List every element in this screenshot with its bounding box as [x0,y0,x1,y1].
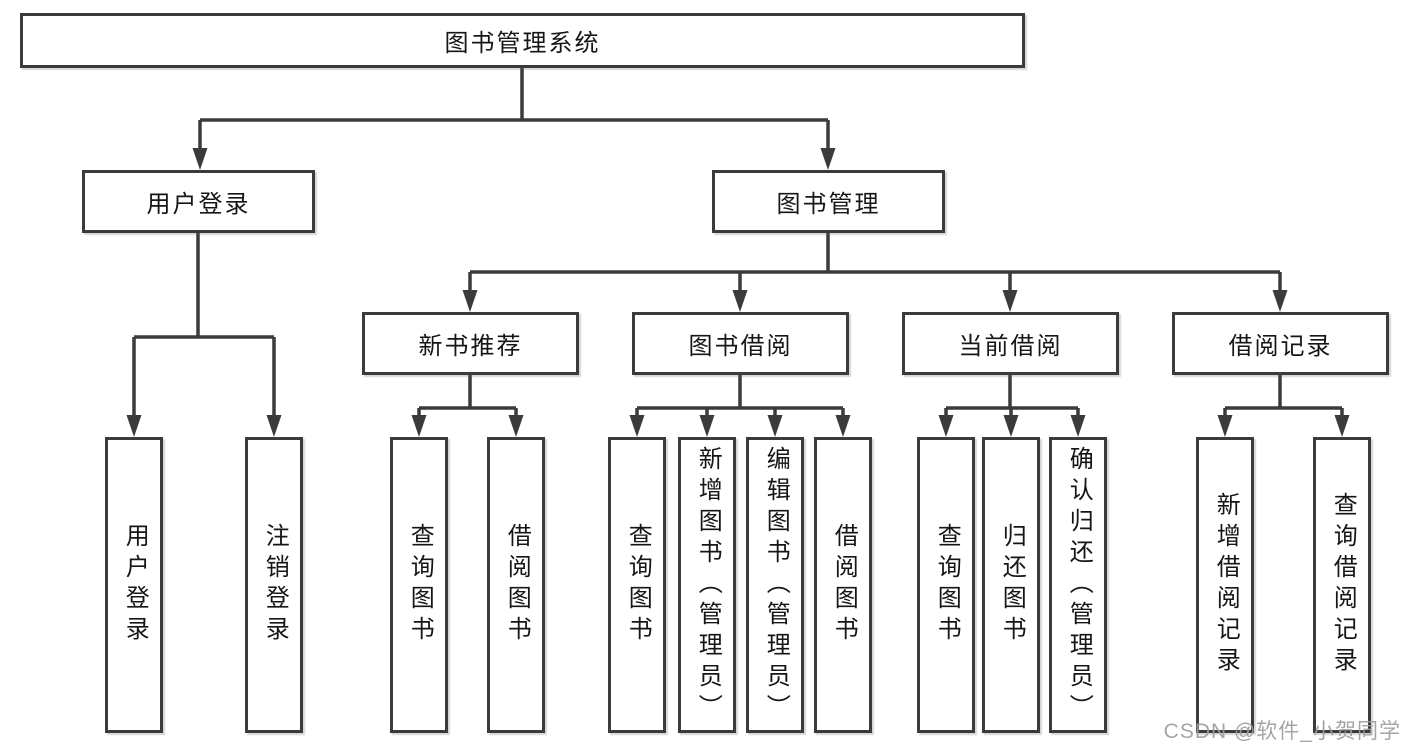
node-user-login: 用户登录 [82,170,315,233]
node-label: 新增图书（管理员） [694,445,722,725]
leaf-add-book-admin: 新增图书（管理员） [678,437,736,733]
arrowheads [126,148,1350,437]
csdn-watermark: CSDN @软件_小贺同学 [1163,720,1401,743]
node-label: 查询借阅记录 [1329,492,1357,678]
leaf-query-books-borrow: 查询图书 [608,437,666,733]
leaf-user-login: 用户登录 [105,437,163,733]
leaf-edit-book-admin: 编辑图书（管理员） [746,437,804,733]
node-label: 当前借阅 [958,333,1063,360]
node-label: 图书借阅 [688,333,793,360]
leaf-confirm-return-admin: 确认归还（管理员） [1049,437,1107,733]
node-label: 注销登录 [261,523,289,647]
node-book-borrow: 图书借阅 [632,312,849,375]
leaf-query-borrow-record: 查询借阅记录 [1313,437,1371,733]
node-label: 查询图书 [624,523,652,647]
node-label: 借阅图书 [503,523,531,647]
leaf-borrow-books: 借阅图书 [814,437,872,733]
node-label: 图书管理系统 [444,30,601,57]
node-label: 归还图书 [998,523,1026,647]
node-label: 新增借阅记录 [1212,492,1240,678]
node-label: 编辑图书（管理员） [762,445,790,725]
node-label: 借阅图书 [830,523,858,647]
leaf-return-books: 归还图书 [982,437,1040,733]
node-label: 图书管理 [776,191,881,218]
node-new-book-recommend: 新书推荐 [362,312,579,375]
node-label: 确认归还（管理员） [1065,445,1093,725]
node-library-management-system: 图书管理系统 [20,13,1025,68]
leaf-add-borrow-record: 新增借阅记录 [1196,437,1254,733]
leaf-query-books-current: 查询图书 [917,437,975,733]
node-book-management: 图书管理 [712,170,945,233]
node-current-borrow: 当前借阅 [902,312,1119,375]
node-label: 查询图书 [933,523,961,647]
leaf-query-books-recommend: 查询图书 [390,437,448,733]
node-label: 新书推荐 [418,333,523,360]
node-label: 用户登录 [146,191,251,218]
node-label: 用户登录 [121,523,149,647]
leaf-logout-login: 注销登录 [245,437,303,733]
leaf-borrow-books-recommend: 借阅图书 [487,437,545,733]
node-label: 借阅记录 [1228,333,1333,360]
node-label: 查询图书 [406,523,434,647]
node-borrow-records: 借阅记录 [1172,312,1389,375]
